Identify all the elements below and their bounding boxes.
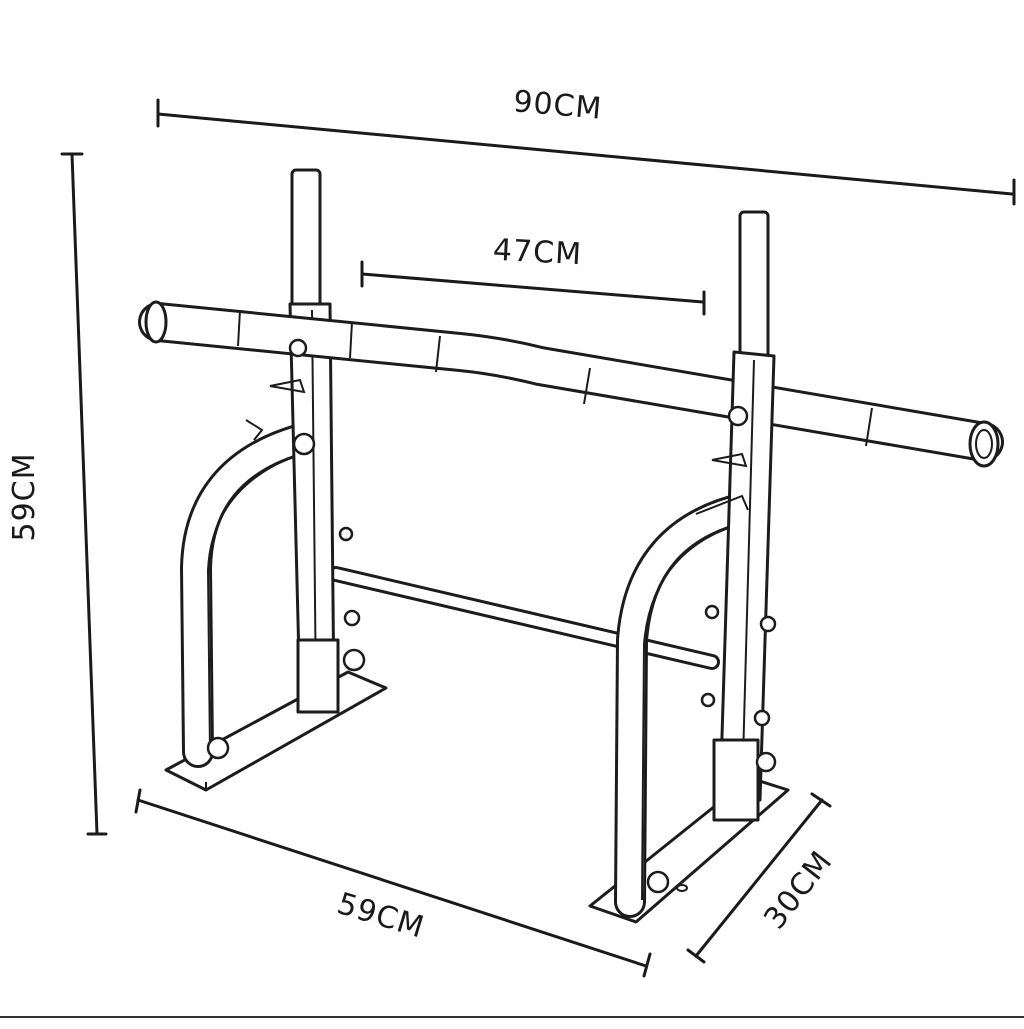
- base-depth-tick-bottom: [686, 948, 706, 964]
- lower-crossbar: [328, 566, 720, 670]
- base-depth-line: [694, 798, 824, 958]
- overall-width-line: [156, 112, 1014, 196]
- overall-width-label: 90CM: [512, 84, 604, 127]
- dimension-height: 59CM: [7, 152, 108, 836]
- grip-spacing-label: 47CM: [492, 233, 583, 273]
- right-curved-support: [614, 492, 760, 918]
- height-line: [70, 152, 99, 836]
- base-length-line: [136, 798, 648, 968]
- left-base-bolt: [342, 648, 366, 672]
- left-upper-bolt: [292, 432, 316, 456]
- dip-station-bar-icon: [138, 168, 1004, 924]
- height-label: 59CM: [7, 452, 42, 541]
- right-clamp: [646, 405, 777, 894]
- base-length-label: 59CM: [333, 886, 428, 945]
- base-depth-tick-top: [810, 792, 832, 808]
- dimension-overall-width: 90CM: [156, 84, 1016, 206]
- left-curved-support: [179, 424, 314, 768]
- grip-spacing-line: [360, 272, 705, 304]
- right-foot-bolt: [646, 870, 670, 894]
- base-length-tick-right: [642, 952, 652, 978]
- base-length-tick-left: [134, 788, 142, 814]
- grip-bar: [138, 300, 1004, 468]
- dimension-grip-spacing: 47CM: [360, 233, 706, 316]
- dimension-base-length: 59CM: [134, 788, 652, 978]
- base-depth-label: 30CM: [757, 844, 839, 936]
- grip-end-cap: [968, 420, 1000, 468]
- left-grip-foam-edge: [237, 309, 241, 347]
- bottom-border: [0, 1016, 1024, 1018]
- left-foot-bolt: [206, 736, 230, 760]
- right-base-bolt: [755, 751, 777, 773]
- left-clamp: [206, 338, 366, 760]
- left-upright: [288, 168, 340, 714]
